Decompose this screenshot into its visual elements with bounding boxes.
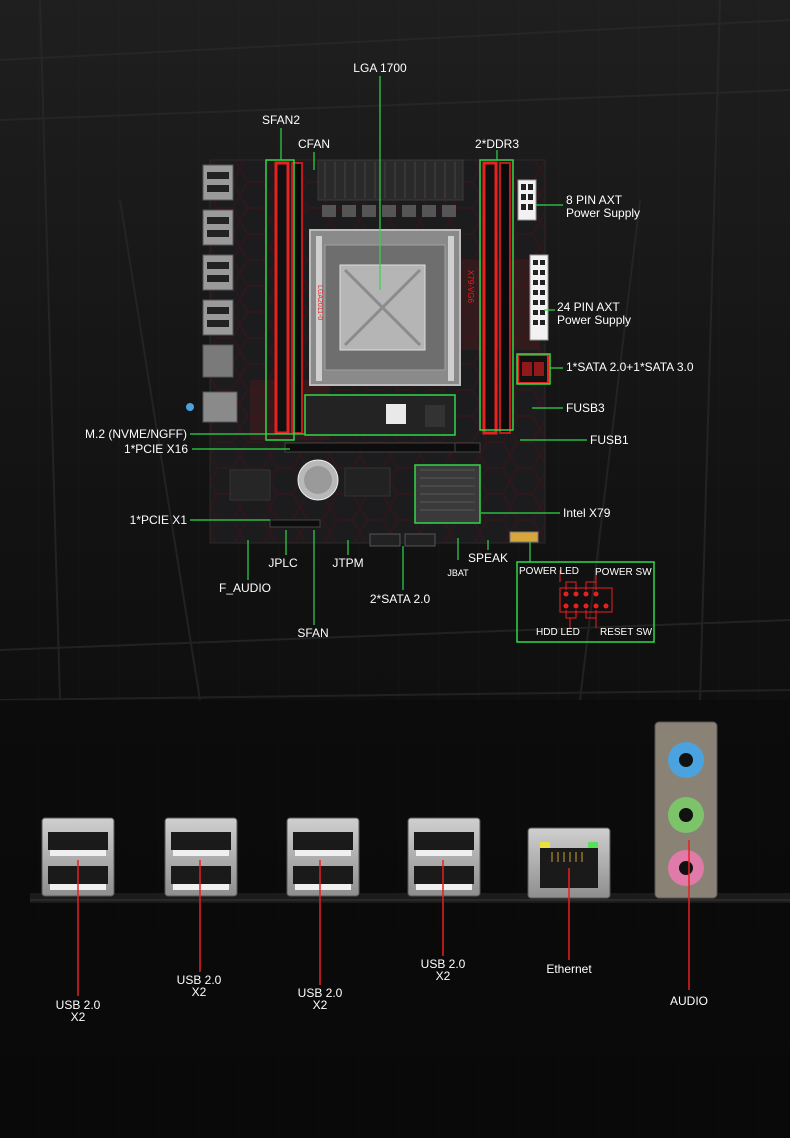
label-ddr3: 2*DDR3 [474,137,520,151]
label-24pin-line1: 24 PIN AXT [557,300,620,314]
label-m2: M.2 (NVME/NGFF) [85,427,187,441]
pcie-x1-slot [269,519,321,528]
label-sata2: 2*SATA 2.0 [369,592,431,606]
label-fusb3: FUSB3 [566,401,605,415]
label-8pin-line2: Power Supply [566,206,641,220]
usb-port-3 [286,817,360,897]
label-24pin-line2: Power Supply [557,313,632,327]
ram-slots [274,161,511,435]
front-panel-header-diagram [559,570,613,628]
io-label-audio: AUDIO [669,994,709,1008]
label-hdd-led: HDD LED [536,627,580,638]
label-f-audio: F_AUDIO [218,581,272,595]
io-leader-lines [77,840,690,996]
io-label-ethernet: Ethernet [546,962,592,976]
label-cfan: CFAN [297,137,331,151]
label-power-sw: POWER SW [595,567,652,578]
label-jplc: JPLC [268,556,298,570]
audio-jacks [654,721,718,899]
label-reset-sw: RESET SW [600,627,653,638]
board-code-text: LGA2011-0 [316,285,323,320]
pcie-x16-slot [284,442,481,453]
vrm-heatsink [317,159,464,217]
rear-io-stack [186,164,238,423]
label-sfan: SFAN [297,626,329,640]
label-lga: LGA 1700 [353,61,407,75]
usb-port-4 [407,817,481,897]
label-jtpm: JTPM [332,556,364,570]
label-8pin-line1: 8 PIN AXT [566,193,623,207]
label-pcie1: 1*PCIE X1 [129,513,187,527]
label-jbat: JBAT [447,568,469,578]
label-pcie16: 1*PCIE X16 [123,442,188,456]
cpu-socket [309,229,461,386]
sata-ports-right [517,354,549,384]
label-intel-x79: Intel X79 [563,506,611,520]
label-power-led: POWER LED [519,566,580,577]
label-speak: SPEAK [467,551,509,565]
usb-port-2 [164,817,238,897]
m2-slot [304,394,456,436]
label-sata-mix: 1*SATA 2.0+1*SATA 3.0 [566,360,694,374]
power-connectors [517,179,549,341]
label-fusb1: FUSB1 [590,433,629,447]
chipset-heatsink [414,464,481,524]
label-sfan2: SFAN2 [261,113,301,127]
board-model-text: X79-VG6 [466,270,475,303]
callout-lines [190,76,587,625]
